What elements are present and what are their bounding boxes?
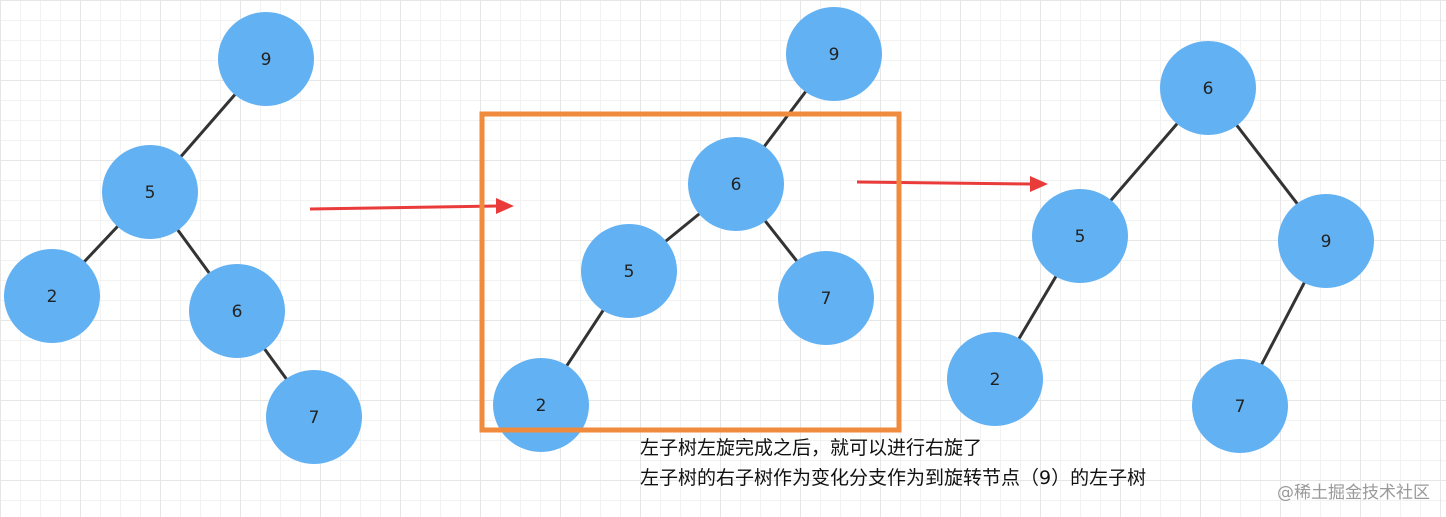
tree-node: 5 [581, 224, 677, 318]
tree-edge [763, 219, 799, 263]
tree-node: 5 [102, 145, 198, 239]
tree-node: 7 [266, 370, 362, 464]
tree-edge [564, 308, 606, 368]
tree-node: 7 [1192, 359, 1288, 453]
tree-node-label: 5 [624, 262, 635, 282]
tree-node-label: 9 [261, 50, 272, 70]
tree-edge [262, 347, 289, 381]
tree-edge [663, 211, 702, 244]
tree-node-label: 9 [829, 45, 840, 65]
transition-arrow-1 [309, 204, 499, 211]
tree-node-circle [786, 7, 882, 101]
tree-node: 2 [4, 249, 100, 343]
tree-node-circle [189, 264, 285, 358]
tree-node-circle [1278, 194, 1374, 288]
tree-edge [179, 92, 237, 159]
transition-arrow-2-head [1030, 176, 1048, 192]
tree-edge [1017, 274, 1058, 341]
tree-edge [1108, 121, 1180, 203]
tree-node: 7 [778, 251, 874, 345]
tree-node-circle [947, 332, 1043, 426]
nodes-layer: 9 5 2 6 7 9 6 5 7 2 6 5 9 2 7 [4, 7, 1374, 464]
tree-edge [762, 89, 808, 149]
tree-node-circle [581, 224, 677, 318]
transition-arrow-1-head [496, 198, 514, 214]
tree-node: 9 [786, 7, 882, 101]
tree-node: 6 [688, 137, 784, 231]
tree-node: 2 [947, 332, 1043, 426]
tree-node-label: 7 [821, 289, 832, 309]
tree-node-label: 7 [309, 408, 320, 428]
tree-node-circle [1192, 359, 1288, 453]
arrows-layer [309, 176, 1048, 214]
transition-arrow-2 [856, 180, 1033, 186]
tree-node-circle [218, 12, 314, 106]
tree-node-label: 7 [1235, 397, 1246, 417]
tree-node-label: 6 [1203, 79, 1214, 99]
watermark: @稀土掘金技术社区 [1277, 483, 1430, 503]
tree-edge [1234, 123, 1300, 206]
tree-node-label: 2 [536, 396, 547, 416]
tree-node: 9 [218, 12, 314, 106]
edges-layer [82, 89, 1307, 381]
tree-node-label: 9 [1321, 232, 1332, 252]
tree-node: 9 [1278, 194, 1374, 288]
tree-node-label: 6 [232, 302, 243, 322]
tree-node-label: 6 [731, 175, 742, 195]
tree-node-circle [1032, 189, 1128, 283]
tree-node-label: 2 [47, 287, 58, 307]
tree-node-circle [778, 251, 874, 345]
tree-node: 5 [1032, 189, 1128, 283]
tree-node-label: 5 [145, 183, 156, 203]
caption: 左子树左旋完成之后，就可以进行右旋了 左子树的右子树作为变化分支作为到旋转节点（… [640, 433, 1146, 493]
tree-node: 2 [493, 358, 589, 452]
tree-node-circle [1160, 41, 1256, 135]
tree-node-label: 2 [990, 370, 1001, 390]
tree-node: 6 [189, 264, 285, 358]
tree-node-circle [4, 249, 100, 343]
tree-node: 6 [1160, 41, 1256, 135]
tree-edge [82, 224, 120, 264]
caption-line-1: 左子树左旋完成之后，就可以进行右旋了 [640, 437, 983, 459]
tree-node-circle [102, 145, 198, 239]
tree-node-label: 5 [1075, 227, 1086, 247]
tree-node-circle [688, 137, 784, 231]
caption-line-2: 左子树的右子树作为变化分支作为到旋转节点（9）的左子树 [640, 467, 1147, 489]
tree-edge [1259, 281, 1307, 366]
tree-edge [175, 228, 212, 275]
highlight-box [479, 111, 902, 433]
tree-node-circle [266, 370, 362, 464]
